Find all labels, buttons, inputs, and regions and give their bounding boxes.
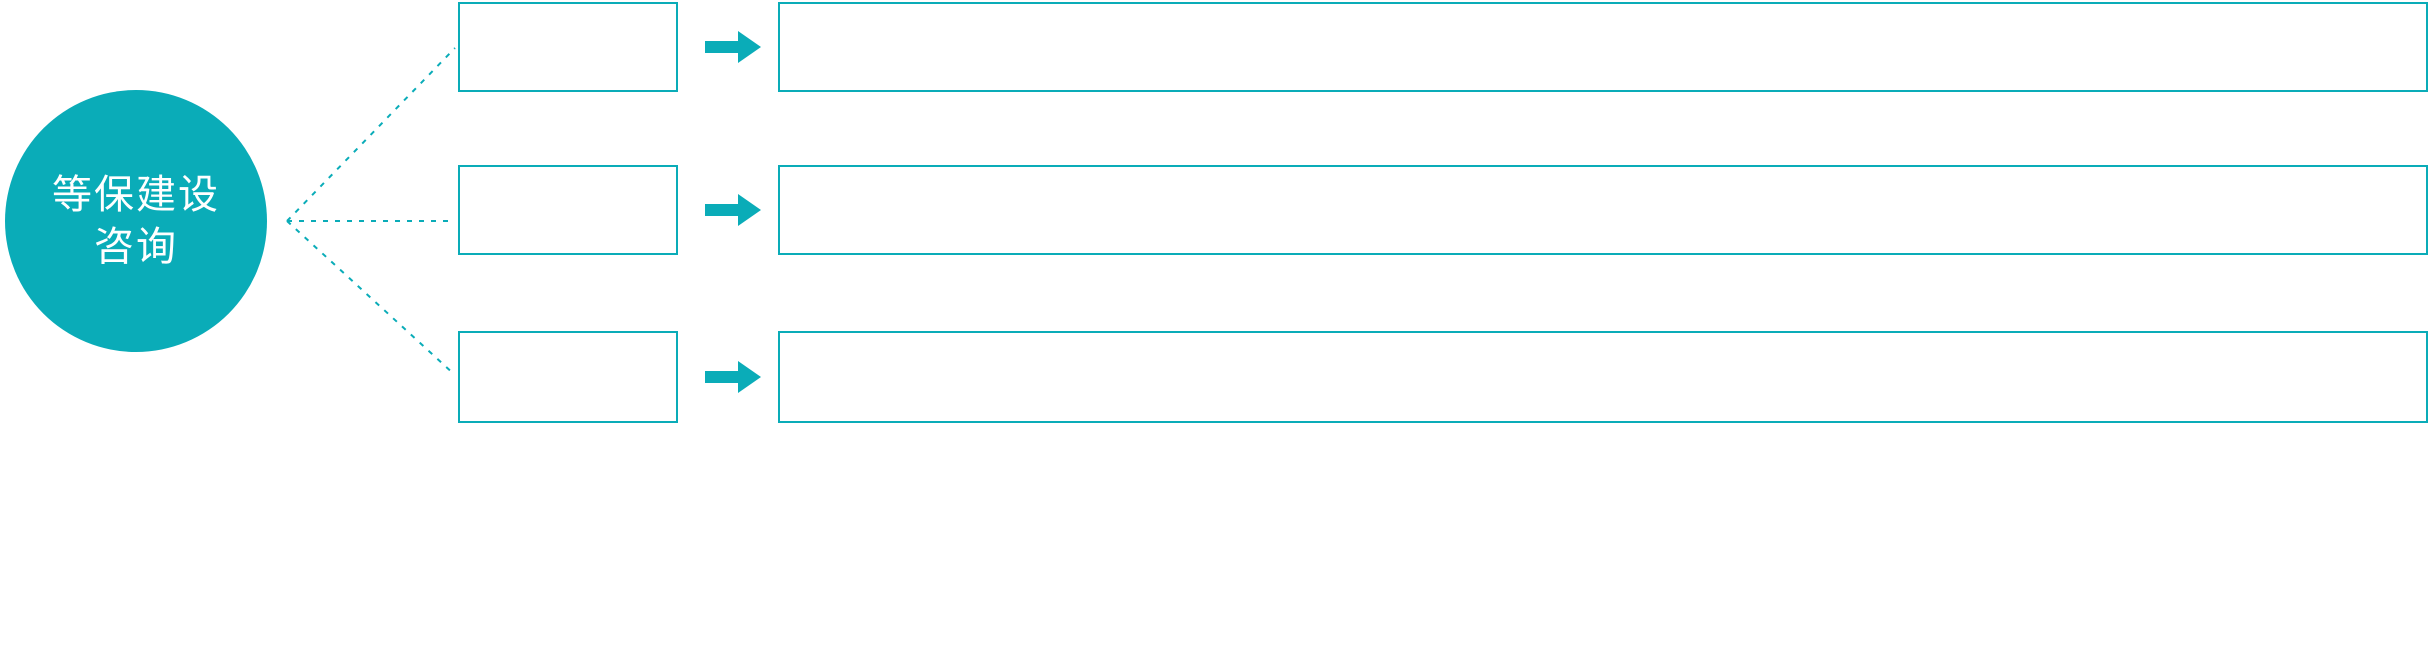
right-arrow-icon-row3 (705, 361, 761, 393)
hub-title-line-1: 等保建设 (52, 173, 220, 217)
right-arrow-icon-row1 (705, 31, 761, 63)
detail-box-row3[interactable] (778, 331, 2428, 423)
hub-title-line-2: 咨询 (94, 225, 178, 269)
stage-box-row2[interactable] (458, 165, 678, 255)
right-arrow-icon-row2 (705, 194, 761, 226)
detail-box-row2[interactable] (778, 165, 2428, 255)
connector-line-row1 (286, 47, 456, 222)
detail-box-row1[interactable] (778, 2, 2428, 92)
connector-line-row3 (286, 220, 456, 376)
stage-box-row3[interactable] (458, 331, 678, 423)
stage-box-row1[interactable] (458, 2, 678, 92)
hub-circle[interactable]: 等保建设 咨询 (5, 90, 267, 352)
